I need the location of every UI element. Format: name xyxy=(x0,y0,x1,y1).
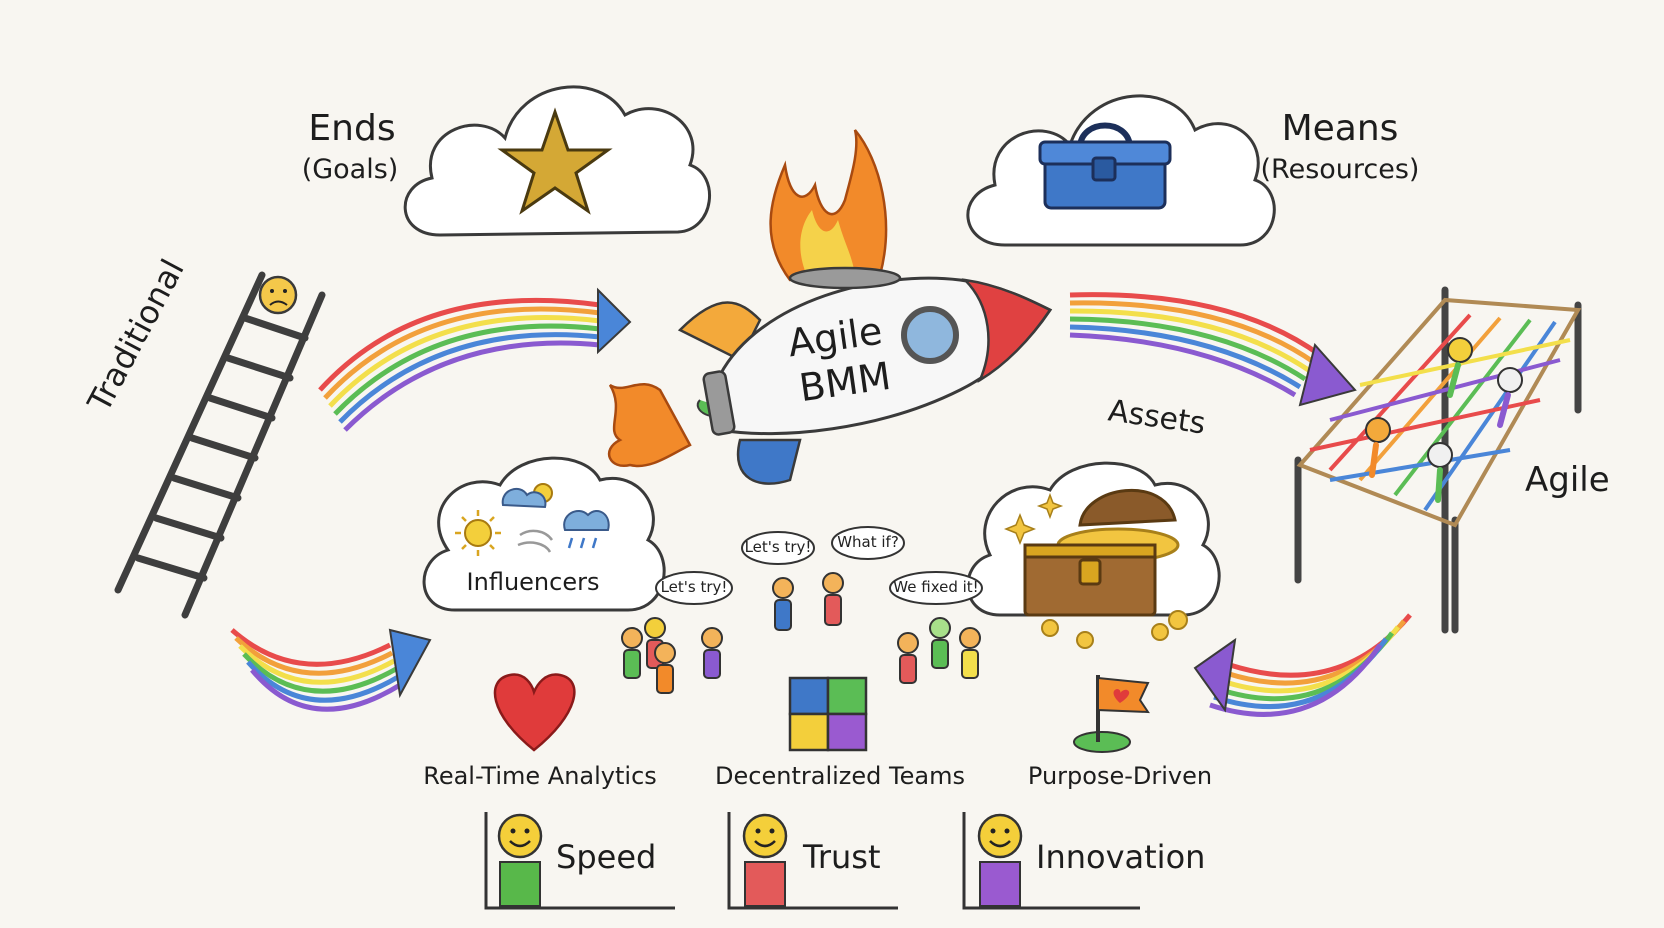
heart-icon xyxy=(493,673,576,752)
people-group-right xyxy=(897,617,981,684)
people-group-center xyxy=(772,572,844,631)
rocket-icon xyxy=(608,129,1053,485)
climbing-net-icon xyxy=(1294,286,1582,634)
means-label: Means xyxy=(1281,108,1399,149)
outcome-trust-label: Trust xyxy=(803,838,881,876)
pillar-decentralized-teams: Decentralized Teams xyxy=(715,762,965,790)
outcome-bar-speed xyxy=(499,861,541,907)
people-group-left xyxy=(621,617,723,694)
rainbow-arrow-top-left xyxy=(318,287,632,432)
outcome-speed-label: Speed xyxy=(556,838,657,876)
outcome-bars xyxy=(497,813,1023,907)
sad-face-icon xyxy=(258,275,298,315)
ladder-icon xyxy=(114,271,326,619)
ends-label: Ends xyxy=(308,108,396,149)
smiley-face-icon xyxy=(742,813,788,859)
flag-icon xyxy=(1073,675,1150,753)
rainbow-arrow-top-right xyxy=(1069,292,1357,407)
smiley-face-icon xyxy=(977,813,1023,859)
resources-label: (Resources) xyxy=(1260,154,1420,185)
outcome-bar-trust xyxy=(744,861,786,907)
toolbox-icon xyxy=(1038,122,1172,210)
outcome-frames xyxy=(484,812,1140,910)
outcome-innovation-label: Innovation xyxy=(1036,838,1206,876)
treasure-chest-icon xyxy=(1003,488,1188,649)
speech-bubble-3: What if? xyxy=(837,533,899,551)
smiley-face-icon xyxy=(497,813,543,859)
weather-icons xyxy=(455,483,610,556)
speech-bubble-shapes xyxy=(655,526,983,605)
rainbow-arrow-bottom-left xyxy=(230,628,432,712)
influencers-label: Influencers xyxy=(466,568,600,596)
speech-bubble-1: Let's try! xyxy=(660,578,728,596)
puzzle-icon xyxy=(788,676,868,752)
goals-label: (Goals) xyxy=(301,154,399,185)
star-icon xyxy=(497,107,613,215)
agile-label: Agile xyxy=(1525,460,1610,500)
pillar-real-time-analytics: Real-Time Analytics xyxy=(423,762,657,790)
speech-bubble-4: We fixed it! xyxy=(893,578,979,596)
rainbow-arrow-bottom-right xyxy=(1193,613,1412,717)
pillar-purpose-driven: Purpose-Driven xyxy=(1027,762,1213,790)
speech-bubble-2: Let's try! xyxy=(744,538,812,556)
outcome-bar-innovation xyxy=(979,861,1021,907)
